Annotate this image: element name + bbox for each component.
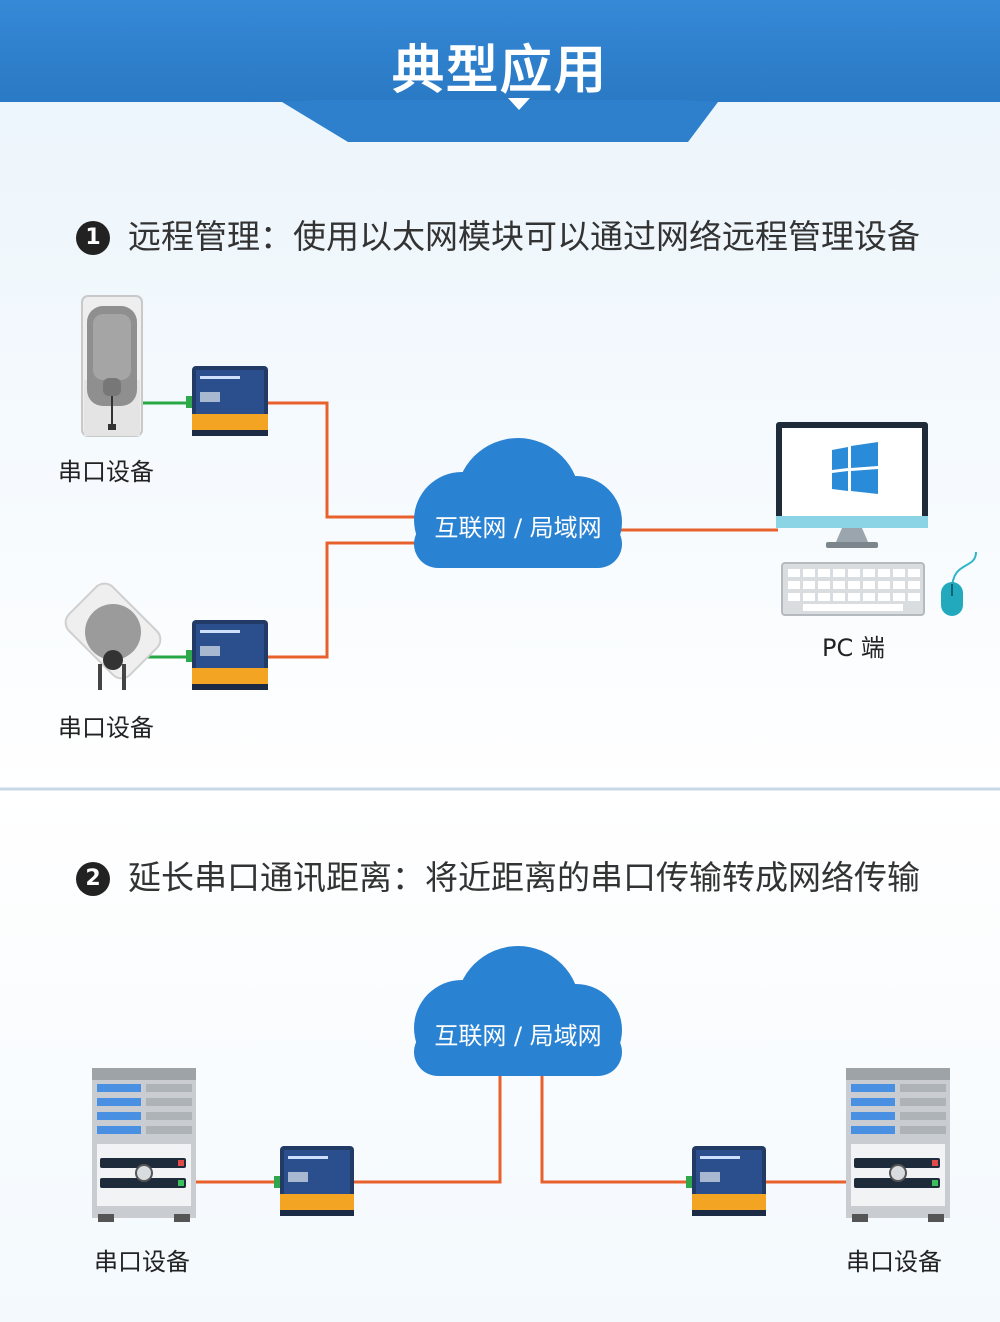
serial-device-label-1: 串口设备 [58, 458, 154, 486]
server-icon-left [92, 1068, 196, 1222]
pc-label: PC 端 [822, 634, 885, 662]
down-arrow-icon [508, 98, 530, 110]
pc-monitor-icon [776, 422, 928, 548]
mouse-icon [941, 551, 977, 616]
cloud-label-1: 互联网 / 局域网 [434, 514, 602, 542]
ethernet-module-3 [274, 1146, 354, 1216]
cloud-label-2: 互联网 / 局域网 [434, 1022, 602, 1050]
windows-logo-icon [832, 442, 878, 494]
section-2-heading-text: 延长串口通讯距离：将近距离的串口传输转成网络传输 [128, 858, 920, 897]
kiosk-device-icon [81, 295, 143, 437]
section-2-number-icon: 2 [76, 862, 110, 896]
section-1-heading-text: 远程管理：使用以太网模块可以通过网络远程管理设备 [128, 217, 920, 256]
serial-device-label-2: 串口设备 [58, 714, 154, 742]
meter-device-icon [64, 582, 162, 690]
network-cables-1 [268, 401, 778, 659]
section-1-heading: 1 远程管理：使用以太网模块可以通过网络远程管理设备 [76, 210, 920, 258]
ethernet-module-1 [186, 366, 268, 436]
cloud-icon-1 [414, 438, 622, 568]
network-cables-2 [196, 1076, 848, 1184]
cloud-icon-2 [414, 946, 622, 1076]
page-title: 典型应用 [391, 41, 608, 101]
ethernet-module-4 [686, 1146, 766, 1216]
server-icon-right [846, 1068, 950, 1222]
serial-device-label-4: 串口设备 [846, 1248, 942, 1276]
keyboard-icon [781, 562, 925, 616]
ethernet-module-2 [186, 620, 268, 690]
title-banner [0, 0, 1000, 142]
section-2-heading: 2 延长串口通讯距离：将近距离的串口传输转成网络传输 [76, 851, 920, 899]
serial-device-label-3: 串口设备 [94, 1248, 190, 1276]
section-1-number-icon: 1 [76, 221, 110, 255]
